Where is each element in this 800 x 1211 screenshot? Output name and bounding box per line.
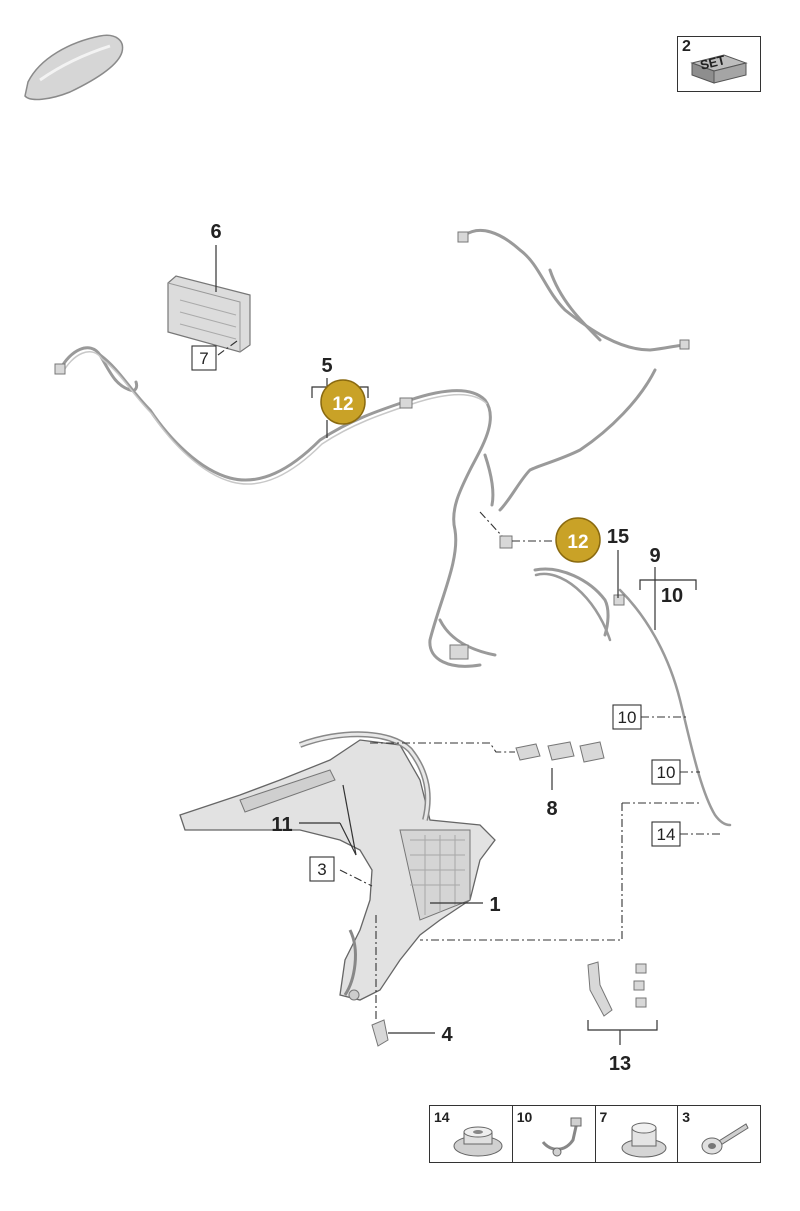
callout-9: 9 [649, 545, 660, 567]
clip-set [515, 741, 605, 763]
callout-11: 11 [271, 814, 292, 836]
legend-number: 10 [516, 1109, 533, 1125]
bracket-part [371, 1019, 389, 1047]
set-badge-number: 2 [682, 38, 691, 55]
set-box-icon [690, 54, 748, 84]
set-badge: 2 SET [677, 36, 761, 92]
wiring-harness [58, 228, 688, 668]
legend-number: 14 [434, 1109, 450, 1125]
boxed-callout-10-b: 10 [651, 759, 681, 785]
dash-dot-lines [217, 340, 722, 1022]
svg-text:12: 12 [567, 532, 588, 553]
leader-lines [215, 245, 697, 1045]
svg-text:3: 3 [317, 860, 326, 879]
wiring-harness-shadow [61, 351, 488, 485]
callout-5: 5 [321, 355, 332, 377]
boxed-callout-7: 7 [191, 345, 217, 371]
legend-cell-14: 14 [430, 1106, 513, 1162]
boxed-callout-14: 14 [651, 821, 681, 847]
control-unit [167, 275, 251, 353]
callout-4: 4 [441, 1024, 453, 1046]
callout-6: 6 [210, 221, 221, 243]
pedal-assembly [179, 731, 496, 1001]
callout-10: 10 [661, 585, 683, 607]
legend-cell-10: 10 [513, 1106, 596, 1162]
callout-1: 1 [489, 894, 500, 916]
svg-text:10: 10 [618, 708, 637, 727]
nut-icon [453, 1126, 503, 1157]
callout-8: 8 [546, 798, 557, 820]
callout-13: 13 [609, 1053, 631, 1075]
car-silhouette-icon [24, 34, 124, 101]
legend-cell-3: 3 [678, 1106, 760, 1162]
bolt-icon [701, 1123, 749, 1155]
svg-text:10: 10 [657, 763, 676, 782]
cable-tie-icon [541, 1117, 582, 1157]
svg-text:12: 12 [332, 394, 353, 415]
legend-number: 7 [599, 1109, 608, 1125]
legend-number: 3 [682, 1109, 691, 1125]
fastener-legend: 14 10 7 3 [429, 1105, 761, 1163]
harness-connectors [54, 231, 690, 660]
svg-text:14: 14 [657, 825, 676, 844]
legend-cell-7: 7 [596, 1106, 679, 1162]
badge-12-upper: 12 [320, 379, 366, 425]
hose-line [534, 572, 732, 827]
fastener-set [587, 961, 647, 1017]
boxed-callout-10-a: 10 [612, 704, 642, 730]
flange-nut-icon [621, 1122, 666, 1158]
svg-text:7: 7 [199, 349, 208, 368]
callout-15: 15 [607, 526, 629, 548]
boxed-callout-3: 3 [309, 856, 335, 882]
hose-clip [613, 594, 625, 606]
badge-12-lower: 12 [555, 517, 601, 563]
